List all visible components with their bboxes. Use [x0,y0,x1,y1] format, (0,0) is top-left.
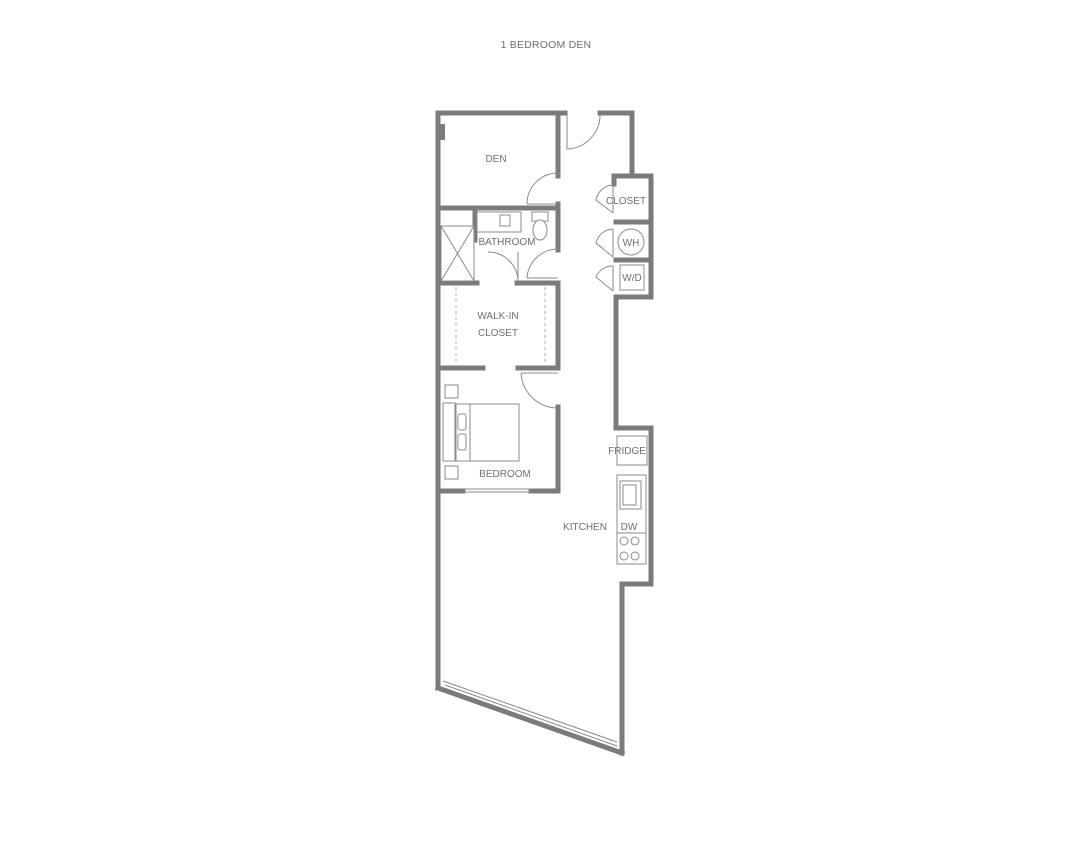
bedroom-window [463,488,531,493]
toilet-bowl [532,219,548,241]
room-labels: DEN CLOSET BATHROOM WH W/D WALK-IN CLOSE… [477,154,646,533]
column [438,124,445,140]
doors [487,114,614,409]
label-den: DEN [485,154,506,165]
label-bathroom: BATHROOM [478,237,535,248]
label-fridge: FRIDGE [608,446,646,457]
label-closet: CLOSET [606,196,646,207]
interior-walls [435,110,654,494]
label-walk-in-line2: CLOSET [478,328,518,339]
fixtures [440,211,648,565]
nightstand [444,465,459,480]
burner [619,551,629,561]
burner [619,536,629,546]
burner [630,551,640,561]
bed [455,403,520,462]
sink-basin [622,484,637,506]
vanity [476,211,522,233]
pillow [457,413,467,431]
fridge [616,435,648,466]
pillow [457,433,467,451]
label-kitchen: KITCHEN [563,522,607,533]
plan-title: 1 BEDROOM DEN [500,39,592,51]
label-walk-in-line1: WALK-IN [477,311,518,322]
bottom-window [442,680,618,747]
label-water-heater: WH [623,238,640,249]
label-bedroom: BEDROOM [479,469,531,480]
water-heater [617,228,645,256]
sink [499,214,511,227]
washer-dryer [619,264,645,291]
label-dishwasher: DW [621,522,638,533]
headboard [442,402,456,462]
nightstand [444,384,459,399]
label-washer-dryer: W/D [622,273,641,284]
burner [630,536,640,546]
